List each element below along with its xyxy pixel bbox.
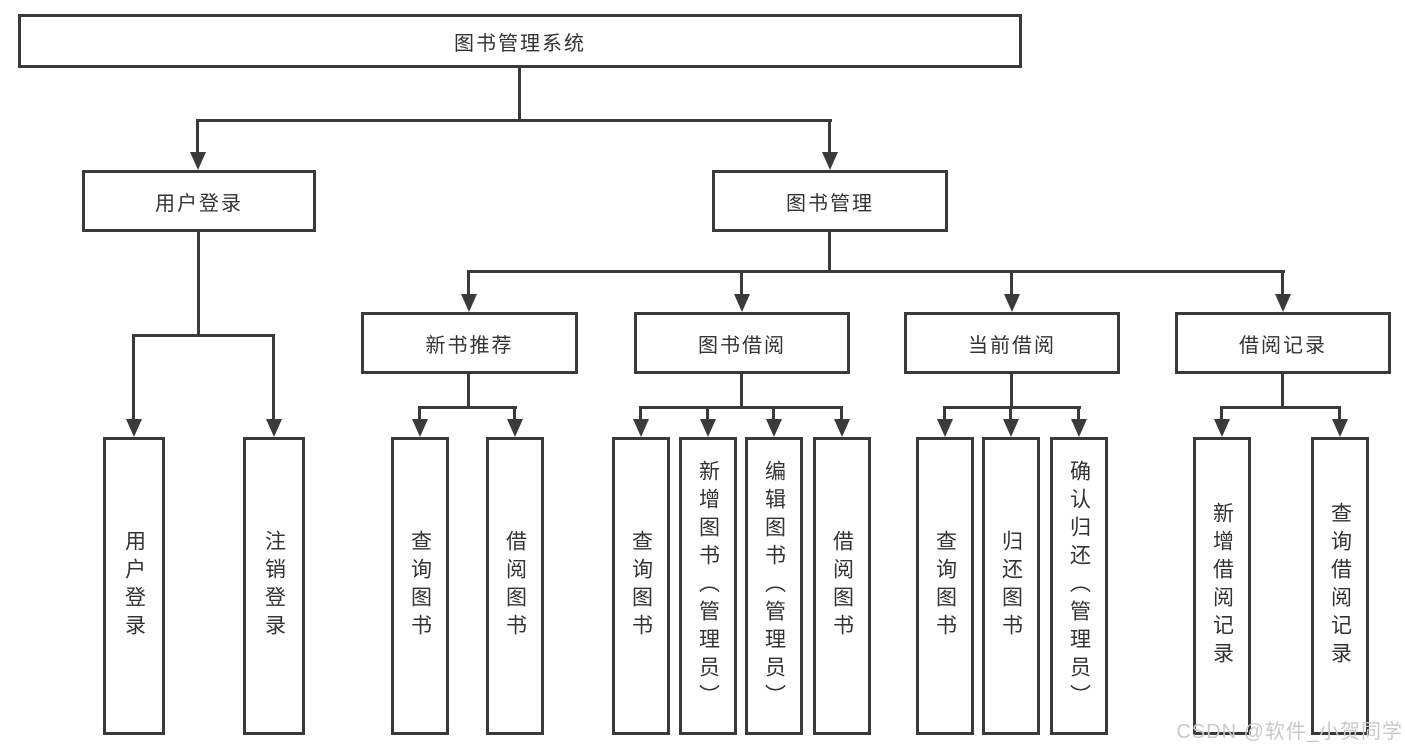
- connector-line: [467, 374, 470, 408]
- csdn-watermark: CSDN @软件_小贺同学: [1176, 721, 1403, 743]
- arrow-down-icon: [1071, 419, 1087, 437]
- arrow-down-icon: [1004, 294, 1020, 312]
- arrow-down-icon: [822, 152, 838, 170]
- leaf-return-books: 归还图书: [982, 437, 1040, 735]
- connector-line: [1009, 406, 1012, 421]
- connector-line: [740, 374, 743, 408]
- connector-line: [1077, 406, 1080, 421]
- node-label: 查询图书: [933, 530, 957, 642]
- node-label: 归还图书: [999, 530, 1023, 642]
- node-new-book-recommend: 新书推荐: [361, 312, 578, 374]
- node-label: 查询图书: [629, 530, 653, 642]
- connector-line: [418, 406, 517, 409]
- arrow-down-icon: [1332, 419, 1348, 437]
- connector-line: [840, 406, 843, 421]
- connector-line: [418, 406, 421, 421]
- connector-line: [740, 270, 743, 296]
- connector-line: [1220, 406, 1223, 421]
- connector-line: [943, 406, 946, 421]
- arrow-down-icon: [766, 419, 782, 437]
- arrow-down-icon: [834, 419, 850, 437]
- connector-line: [272, 334, 275, 421]
- arrow-down-icon: [1214, 419, 1230, 437]
- connector-line: [1010, 374, 1013, 408]
- node-label: 新增借阅记录: [1210, 502, 1234, 670]
- connector-line: [132, 334, 135, 421]
- connector-line: [828, 232, 831, 272]
- arrow-down-icon: [190, 152, 206, 170]
- arrow-down-icon: [633, 419, 649, 437]
- node-label: 查询图书: [408, 530, 432, 642]
- leaf-user-login: 用户登录: [103, 437, 165, 735]
- node-book-management-system: 图书管理系统: [18, 14, 1022, 68]
- arrow-down-icon: [734, 294, 750, 312]
- arrow-down-icon: [461, 294, 477, 312]
- node-borrowing-records: 借阅记录: [1175, 312, 1391, 374]
- connector-line: [196, 119, 199, 154]
- connector-line: [1338, 406, 1341, 421]
- connector-line: [467, 270, 1285, 273]
- node-label: 图书借阅: [698, 334, 786, 357]
- node-label: 查询借阅记录: [1328, 502, 1352, 670]
- connector-line: [467, 270, 470, 296]
- connector-line: [1220, 406, 1341, 409]
- arrow-down-icon: [266, 419, 282, 437]
- connector-line: [1281, 374, 1284, 408]
- connector-line: [513, 406, 516, 421]
- leaf-recommend-query-books: 查询图书: [391, 437, 449, 735]
- connector-line: [639, 406, 843, 409]
- node-user-login: 用户登录: [82, 170, 316, 232]
- connector-line: [1010, 270, 1013, 296]
- leaf-query-borrow-record: 查询借阅记录: [1311, 437, 1369, 735]
- node-label: 新书推荐: [425, 334, 514, 357]
- arrow-down-icon: [412, 419, 428, 437]
- node-label: 用户登录: [155, 192, 243, 215]
- connector-line: [132, 334, 275, 337]
- leaf-borrowing-borrow-books: 借阅图书: [813, 437, 871, 735]
- arrow-down-icon: [507, 419, 523, 437]
- node-book-borrowing: 图书借阅: [634, 312, 850, 374]
- node-label: 图书管理: [786, 192, 874, 215]
- leaf-recommend-borrow-books: 借阅图书: [486, 437, 544, 735]
- arrow-down-icon: [937, 419, 953, 437]
- connector-line: [518, 68, 521, 120]
- connector-line: [196, 119, 832, 122]
- node-label: 图书管理系统: [454, 32, 586, 55]
- node-label: 借阅图书: [830, 530, 854, 642]
- leaf-edit-books-admin: 编辑图书（管理员）: [745, 437, 803, 735]
- node-label: 编辑图书（管理员）: [762, 460, 786, 712]
- node-label: 借阅图书: [503, 530, 527, 642]
- leaf-add-borrow-record: 新增借阅记录: [1193, 437, 1251, 735]
- arrow-down-icon: [126, 419, 142, 437]
- connector-line: [943, 406, 1081, 409]
- leaf-confirm-return-admin: 确认归还（管理员）: [1050, 437, 1108, 735]
- leaf-borrowing-query-books: 查询图书: [612, 437, 670, 735]
- node-current-borrowing: 当前借阅: [904, 312, 1120, 374]
- connector-line: [197, 232, 200, 336]
- connector-line: [639, 406, 642, 421]
- connector-line: [706, 406, 709, 421]
- arrow-down-icon: [1003, 419, 1019, 437]
- arrow-down-icon: [1275, 294, 1291, 312]
- node-label: 借阅记录: [1239, 334, 1327, 357]
- node-label: 确认归还（管理员）: [1067, 460, 1091, 712]
- leaf-current-query-books: 查询图书: [916, 437, 974, 735]
- node-book-management: 图书管理: [712, 170, 948, 232]
- leaf-logout: 注销登录: [243, 437, 305, 735]
- connector-line: [1281, 270, 1284, 296]
- node-label: 当前借阅: [968, 334, 1056, 357]
- leaf-add-books-admin: 新增图书（管理员）: [679, 437, 737, 735]
- node-label: 新增图书（管理员）: [696, 460, 720, 712]
- connector-line: [828, 119, 831, 154]
- arrow-down-icon: [700, 419, 716, 437]
- connector-line: [772, 406, 775, 421]
- node-label: 用户登录: [122, 530, 146, 642]
- node-label: 注销登录: [262, 530, 286, 642]
